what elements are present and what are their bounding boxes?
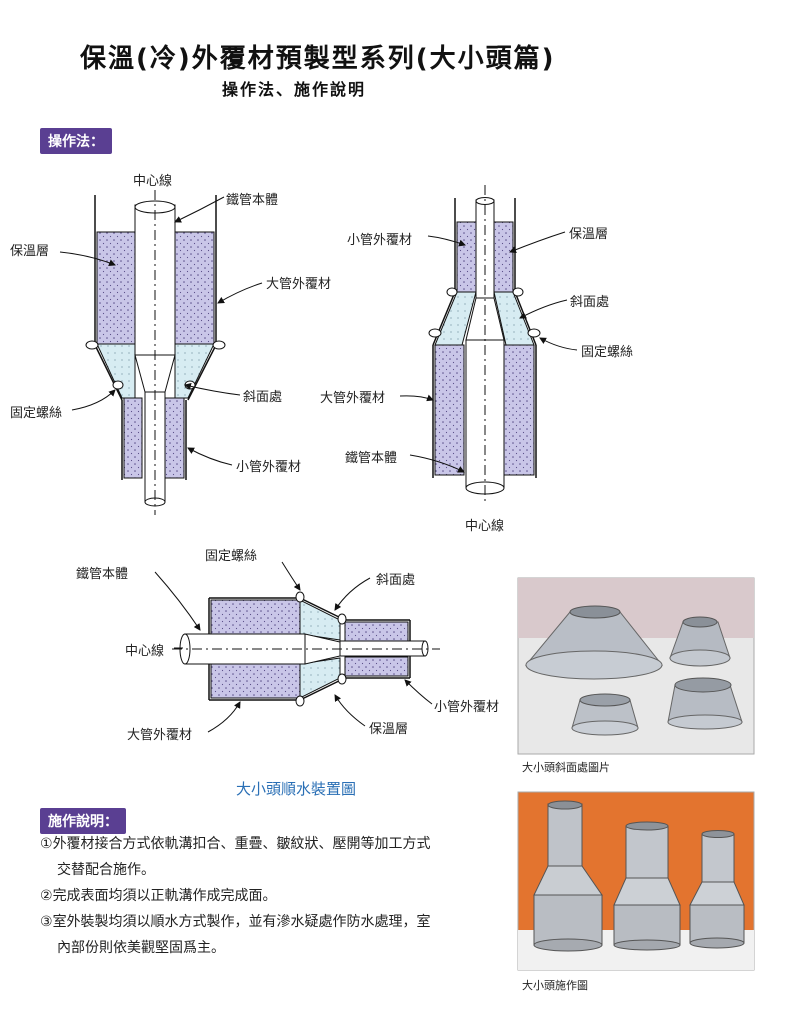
right-label-small-cover: 小管外覆材 xyxy=(347,233,413,248)
instruction-item-3: ③室外裝製均須以順水方式製作，並有滲水疑處作防水處理，室 xyxy=(40,914,431,930)
right-label-screw: 固定螺絲 xyxy=(581,345,634,360)
diagram-left xyxy=(59,190,263,515)
right-label-insulation: 保溫層 xyxy=(569,227,609,242)
left-label-steel-pipe: 鐵管本體 xyxy=(226,193,279,208)
horiz-label-bevel: 斜面處 xyxy=(376,573,416,588)
left-label-bevel: 斜面處 xyxy=(243,390,283,405)
instruction-item-3-cont: 內部份則依美觀堅固爲主。 xyxy=(57,940,225,956)
page-title: 保溫(冷)外覆材預製型系列(大小頭篇) xyxy=(80,44,556,74)
horiz-label-insulation: 保溫層 xyxy=(369,722,409,737)
left-label-insulation: 保溫層 xyxy=(10,244,50,259)
diagram-caption: 大小頭順水裝置圖 xyxy=(236,780,357,798)
photo-bevel-pieces xyxy=(517,577,755,755)
section-tag-instructions: 施作說明： xyxy=(40,808,126,834)
left-label-screw: 固定螺絲 xyxy=(10,406,63,421)
page-subtitle: 操作法、施作說明 xyxy=(222,80,367,99)
left-label-small-cover: 小管外覆材 xyxy=(236,460,302,475)
diagram-right xyxy=(399,185,578,505)
horiz-label-large-cover: 大管外覆材 xyxy=(127,728,193,743)
horiz-label-screw: 固定螺絲 xyxy=(205,549,258,564)
horiz-label-center-line: 中心線 xyxy=(125,644,165,659)
right-label-center-line: 中心線 xyxy=(465,519,505,534)
photo-caption-reducers: 大小頭施作圖 xyxy=(522,979,588,992)
section-tag-operation: 操作法： xyxy=(40,128,112,154)
horiz-label-steel-pipe: 鐵管本體 xyxy=(76,567,129,582)
diagram-horizontal xyxy=(154,561,440,733)
photo-caption-bevel: 大小頭斜面處圖片 xyxy=(522,761,610,774)
horiz-label-small-cover: 小管外覆材 xyxy=(434,700,500,715)
instruction-item-2: ②完成表面均須以正軌溝作成完成面。 xyxy=(40,888,277,904)
left-label-center-line: 中心線 xyxy=(133,174,173,189)
instruction-list: ①外覆材接合方式依軌溝扣合、重疊、皺紋狀、壓開等加工方式 交替配合施作。 ②完成… xyxy=(40,832,500,962)
instruction-item-1: ①外覆材接合方式依軌溝扣合、重疊、皺紋狀、壓開等加工方式 xyxy=(40,836,431,852)
instruction-item-1-cont: 交替配合施作。 xyxy=(57,862,155,878)
right-label-steel-pipe: 鐵管本體 xyxy=(345,451,398,466)
right-label-large-cover: 大管外覆材 xyxy=(320,391,386,406)
right-label-bevel: 斜面處 xyxy=(570,295,610,310)
photo-reducers xyxy=(517,791,755,971)
left-label-large-cover: 大管外覆材 xyxy=(266,277,332,292)
